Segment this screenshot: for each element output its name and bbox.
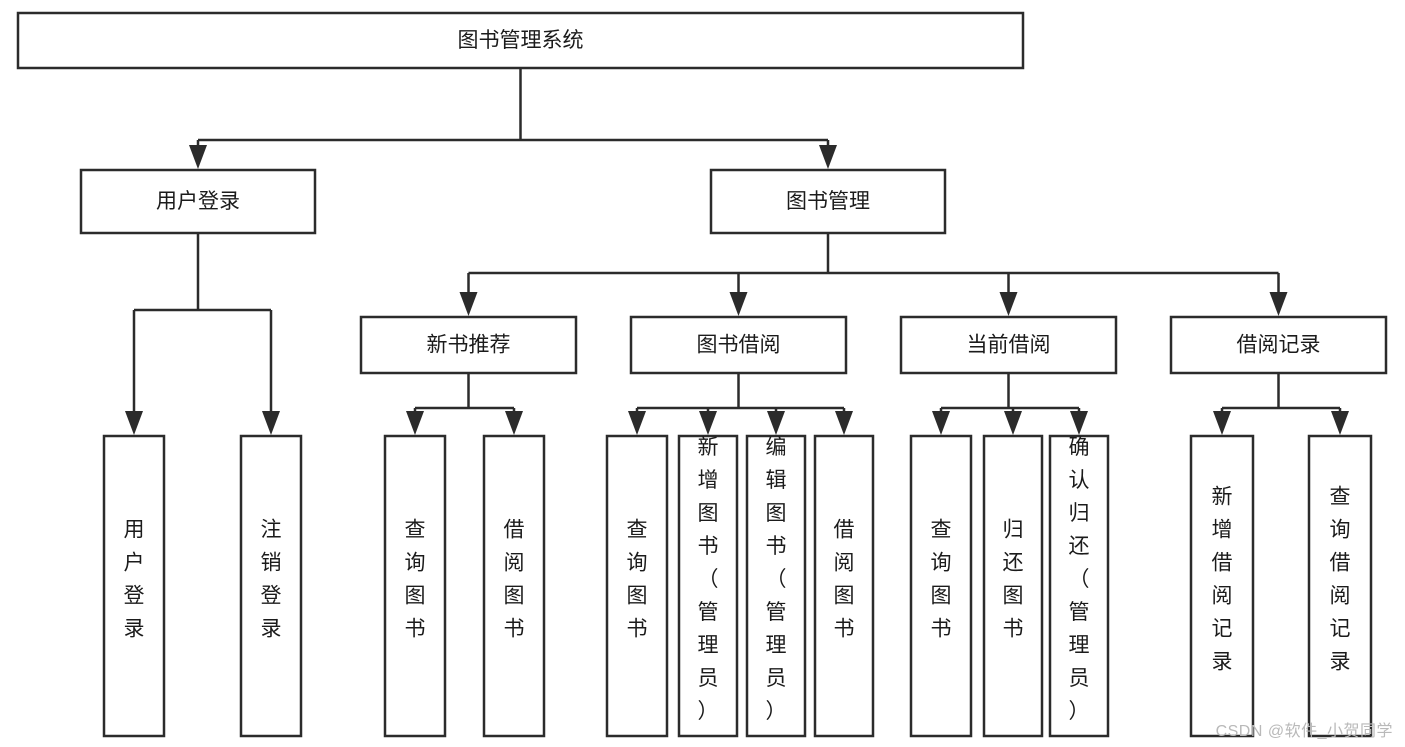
node-leaf_5[interactable]: 新增图书（管理员） — [677, 434, 739, 738]
node-box — [79, 168, 317, 235]
node-box — [102, 434, 166, 738]
node-l2_2[interactable]: 当前借阅 — [899, 315, 1118, 375]
edge-arrowhead-icon — [189, 145, 207, 169]
node-label: 确认归还（管理员） — [1069, 436, 1090, 723]
node-l1_1[interactable]: 图书管理 — [709, 168, 947, 235]
node-box — [745, 434, 807, 738]
edge-arrowhead-icon — [1269, 292, 1288, 316]
node-root[interactable]: 图书管理系统 — [16, 11, 1025, 70]
edge-arrowhead-icon — [699, 411, 717, 435]
node-label: 图书管理 — [786, 190, 870, 213]
node-box — [16, 11, 1025, 70]
node-leaf_0[interactable]: 用户登录 — [102, 434, 166, 738]
node-label: 图书借阅 — [697, 334, 781, 357]
node-l2_0[interactable]: 新书推荐 — [359, 315, 578, 375]
edge-arrowhead-icon — [835, 411, 853, 435]
edge-arrowhead-icon — [999, 292, 1018, 316]
node-l2_1[interactable]: 图书借阅 — [629, 315, 848, 375]
edge-arrowhead-icon — [628, 411, 646, 435]
node-box — [677, 434, 739, 738]
node-label: 新增图书（管理员） — [698, 436, 719, 723]
node-label: 新书推荐 — [427, 334, 511, 357]
node-label: 当前借阅 — [967, 334, 1051, 357]
node-leaf_10[interactable]: 确认归还（管理员） — [1048, 434, 1110, 738]
edge-arrowhead-icon — [125, 411, 143, 435]
node-box — [813, 434, 875, 738]
node-box — [1307, 434, 1373, 738]
node-label: 注销登录 — [261, 519, 282, 641]
node-leaf_3[interactable]: 借阅图书 — [482, 434, 546, 738]
node-leaf_6[interactable]: 编辑图书（管理员） — [745, 434, 807, 738]
node-box — [909, 434, 973, 738]
edge-arrowhead-icon — [262, 411, 280, 435]
edge-arrowhead-icon — [1070, 411, 1088, 435]
node-l1_0[interactable]: 用户登录 — [79, 168, 317, 235]
node-leaf_12[interactable]: 查询借阅记录 — [1307, 434, 1373, 738]
edge-arrowhead-icon — [932, 411, 950, 435]
node-leaf_1[interactable]: 注销登录 — [239, 434, 303, 738]
node-leaf_4[interactable]: 查询图书 — [605, 434, 669, 738]
node-label: 用户登录 — [124, 519, 145, 641]
edges-layer — [125, 68, 1349, 435]
edge-arrowhead-icon — [767, 411, 785, 435]
node-label: 用户登录 — [156, 190, 240, 213]
node-box — [899, 315, 1118, 375]
node-label: 编辑图书（管理员） — [766, 436, 787, 723]
node-box — [605, 434, 669, 738]
edge-arrowhead-icon — [1004, 411, 1022, 435]
node-box — [1189, 434, 1255, 738]
node-leaf_7[interactable]: 借阅图书 — [813, 434, 875, 738]
node-label: 查询借阅记录 — [1330, 486, 1351, 674]
edge-arrowhead-icon — [459, 292, 478, 316]
node-box — [1169, 315, 1388, 375]
node-label: 借阅图书 — [504, 519, 525, 641]
node-box — [709, 168, 947, 235]
node-box — [383, 434, 447, 738]
node-l2_3[interactable]: 借阅记录 — [1169, 315, 1388, 375]
edge-arrowhead-icon — [1213, 411, 1231, 435]
csdn-watermark: CSDN @软件_小贺同学 — [1215, 723, 1393, 740]
node-label: 归还图书 — [1003, 519, 1024, 641]
node-label: 查询图书 — [627, 519, 648, 641]
edge-arrowhead-icon — [1331, 411, 1349, 435]
node-leaf_8[interactable]: 查询图书 — [909, 434, 973, 738]
nodes-layer: 图书管理系统用户登录图书管理新书推荐图书借阅当前借阅借阅记录用户登录注销登录查询… — [16, 11, 1388, 738]
node-label: 借阅记录 — [1237, 334, 1321, 357]
node-box — [1048, 434, 1110, 738]
node-leaf_2[interactable]: 查询图书 — [383, 434, 447, 738]
edge-arrowhead-icon — [406, 411, 424, 435]
node-leaf_9[interactable]: 归还图书 — [982, 434, 1044, 738]
node-label: 查询图书 — [931, 519, 952, 641]
node-box — [982, 434, 1044, 738]
node-label: 新增借阅记录 — [1212, 486, 1233, 674]
node-box — [482, 434, 546, 738]
edge-arrowhead-icon — [819, 145, 837, 169]
node-box — [629, 315, 848, 375]
node-leaf_11[interactable]: 新增借阅记录 — [1189, 434, 1255, 738]
node-label: 图书管理系统 — [458, 29, 584, 52]
node-label: 借阅图书 — [834, 519, 855, 641]
edge-arrowhead-icon — [505, 411, 523, 435]
node-box — [359, 315, 578, 375]
node-label: 查询图书 — [405, 519, 426, 641]
node-box — [239, 434, 303, 738]
edge-arrowhead-icon — [729, 292, 748, 316]
